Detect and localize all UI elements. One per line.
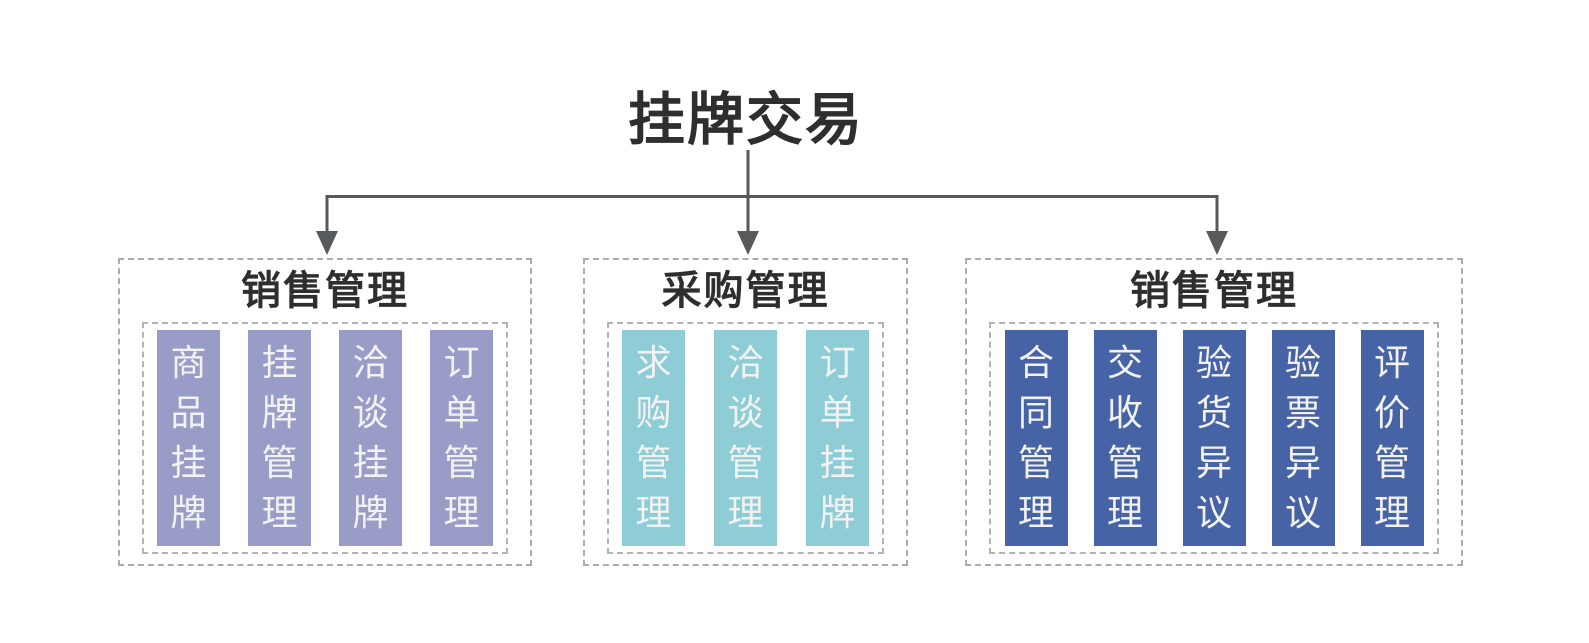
- group-sales-management-right: 销售管理 合同管理 交收管理 验货异议 验票异议 评价管理: [965, 258, 1463, 566]
- item-bar: 挂牌管理: [248, 330, 311, 546]
- group-items-panel: 合同管理 交收管理 验货异议 验票异议 评价管理: [989, 322, 1439, 554]
- group-items-panel: 商品挂牌 挂牌管理 洽谈挂牌 订单管理: [142, 322, 508, 554]
- group-items-panel: 求购管理 洽谈管理 订单挂牌: [607, 322, 884, 554]
- item-bar: 求购管理: [622, 330, 685, 546]
- group-procurement-management: 采购管理 求购管理 洽谈管理 订单挂牌: [583, 258, 908, 566]
- group-title: 销售管理: [241, 269, 409, 313]
- item-bar: 订单挂牌: [806, 330, 869, 546]
- item-bar: 交收管理: [1093, 330, 1157, 546]
- item-bar: 合同管理: [1004, 330, 1068, 546]
- item-bar: 评价管理: [1360, 330, 1424, 546]
- connector-branch-line: [325, 195, 1219, 233]
- item-bar: 洽谈挂牌: [339, 330, 402, 546]
- item-bar: 订单管理: [430, 330, 493, 546]
- arrow-down-icon: [316, 231, 338, 255]
- item-bar: 商品挂牌: [157, 330, 220, 546]
- item-bar: 验货异议: [1182, 330, 1246, 546]
- arrow-down-icon: [737, 231, 759, 255]
- group-title: 采购管理: [661, 269, 830, 313]
- item-bar: 洽谈管理: [714, 330, 777, 546]
- diagram-title: 挂牌交易: [628, 88, 864, 152]
- arrow-down-icon: [1206, 231, 1228, 255]
- group-sales-management-left: 销售管理 商品挂牌 挂牌管理 洽谈挂牌 订单管理: [118, 258, 532, 566]
- item-bar: 验票异议: [1271, 330, 1335, 546]
- group-title: 销售管理: [1130, 269, 1298, 313]
